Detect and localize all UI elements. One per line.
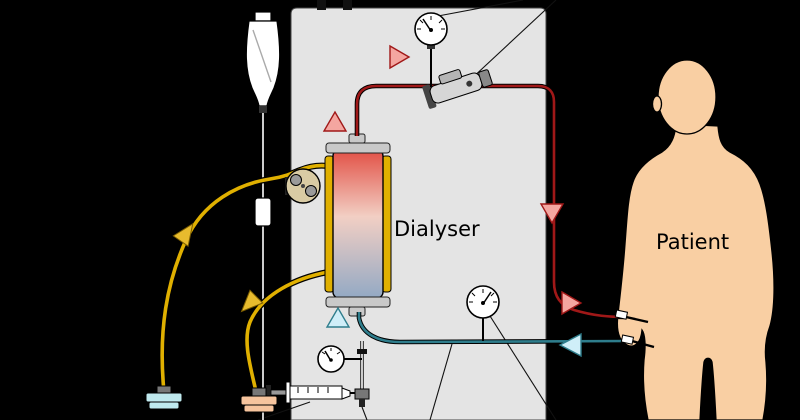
dialyser-body: [332, 149, 384, 299]
leader-line: [469, 0, 557, 81]
container-cap-band: [148, 401, 180, 410]
dialyser-cap-bottom: [325, 296, 391, 308]
tube-clamp-device: [422, 69, 493, 109]
needle-access-site: [614, 309, 655, 349]
fresh-dialysate-container: [145, 385, 183, 410]
iv-bag: [245, 20, 281, 107]
flow-arrow-venous-up: [325, 306, 351, 328]
clamp-jaw: [422, 84, 437, 109]
patient-ear: [651, 95, 663, 113]
blood-draw-line: [357, 312, 631, 344]
container-cap-cyan: [145, 392, 183, 403]
used-dialysate-line: [245, 270, 329, 397]
leader-line: [361, 406, 368, 420]
roller-pump: [285, 168, 321, 204]
clamp-end: [478, 69, 493, 88]
flow-arrow-blood-to-patient: [561, 290, 583, 316]
bag-shine: [252, 29, 272, 83]
bag-nozzle: [259, 106, 267, 113]
barrel-flange: [285, 381, 291, 404]
heparin-syringe: [266, 381, 356, 404]
heparin-assembly: [266, 341, 370, 420]
leader-line: [257, 401, 311, 420]
dialyser-label: Dialyser: [394, 217, 480, 241]
flow-arrow-venous-left: [558, 332, 582, 358]
leader-line: [437, 0, 524, 17]
clamp-cap: [438, 69, 463, 85]
patient-label: Patient: [656, 230, 729, 254]
patient-head: [657, 59, 717, 135]
dialyser: [324, 133, 392, 317]
stopcock-body: [354, 388, 370, 400]
flow-arrow-blood-down: [539, 203, 565, 225]
plunger-handle: [266, 385, 271, 400]
needle-hub: [620, 334, 635, 345]
pump-roller: [305, 185, 317, 197]
flow-arrow-blood-up: [322, 110, 348, 132]
stopcock-valve: [354, 388, 370, 420]
iv-bag-assembly: [245, 2, 281, 420]
pump-roller: [290, 174, 302, 186]
container-cap-orange: [240, 395, 278, 406]
flow-arrow-blood-right: [389, 44, 411, 70]
patient-silhouette: [616, 59, 775, 420]
container-cap-band: [243, 404, 275, 413]
drip-chamber: [254, 197, 272, 227]
pressure-gauge-venous: [466, 285, 500, 341]
container-neck: [251, 387, 267, 397]
venous-needle: [631, 339, 655, 349]
arterial-needle: [625, 315, 649, 324]
panel-hook-left: [317, 0, 326, 10]
dialyser-cap-top: [325, 142, 391, 154]
panel-hook-right: [343, 0, 352, 10]
drain-dialysate-container: [240, 387, 278, 413]
syringe-tip: [341, 387, 351, 400]
blood-return-line: [355, 84, 627, 319]
pump-axle: [301, 184, 305, 188]
pressure-gauge-heparin: [317, 345, 345, 373]
clamp-bolt: [466, 80, 473, 87]
leader-line: [489, 315, 557, 420]
gauge-knob: [427, 43, 435, 49]
flow-arrow-dialysate-out: [240, 289, 264, 313]
stopcock-port: [359, 399, 365, 407]
leader-line: [429, 343, 453, 420]
plunger-rod: [270, 389, 289, 396]
flow-arrow-dialysate-in: [172, 222, 194, 248]
needle-hub: [614, 309, 629, 320]
bag-cap: [254, 11, 272, 22]
patient-body: [616, 123, 775, 420]
line-clamp: [357, 349, 367, 354]
pressure-gauge-arterial: [414, 12, 448, 87]
